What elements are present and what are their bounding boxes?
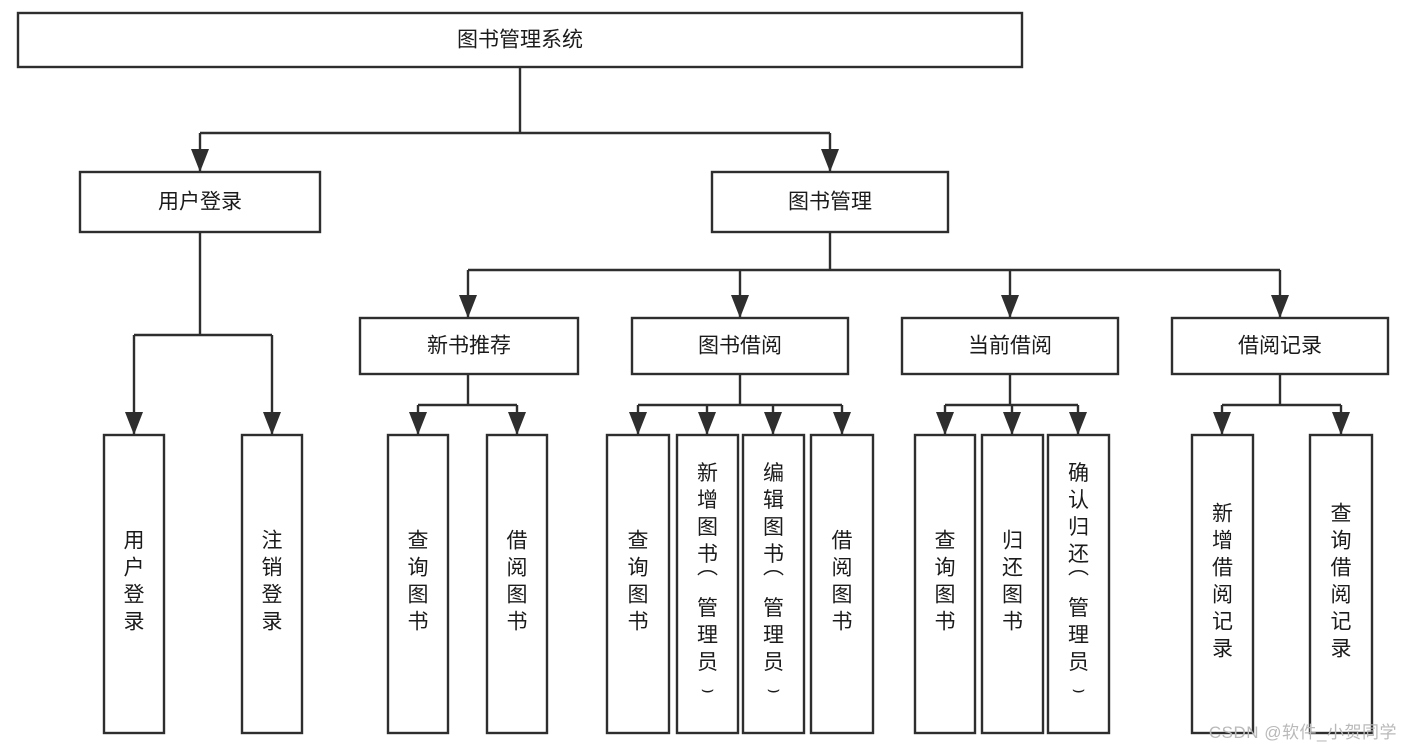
node-leaf-query-book-3-label: 查询图书 (935, 530, 956, 634)
node-leaf-query-record-box[interactable] (1308, 433, 1374, 735)
node-book-borrow-label: 图书借阅 (698, 335, 782, 358)
node-leaf-confirm-return-box[interactable] (1046, 433, 1111, 735)
node-leaf-logout-login-label: 注销登录 (262, 530, 283, 634)
node-leaf-query-book-2-label: 查询图书 (628, 530, 649, 634)
node-leaf-query-book-2[interactable]: 查询图书 (605, 433, 671, 735)
node-leaf-add-record-label: 新增借阅记录 (1212, 503, 1233, 661)
node-user-login[interactable]: 用户登录 (78, 170, 322, 234)
node-new-book-rec-label: 新书推荐 (427, 335, 511, 358)
node-leaf-user-login[interactable]: 用户登录 (102, 433, 166, 735)
arrow-head-icon (1001, 295, 1019, 318)
node-leaf-user-login-label: 用户登录 (124, 530, 145, 634)
node-book-manage[interactable]: 图书管理 (710, 170, 950, 234)
node-leaf-add-book[interactable]: 新增图书⌒管理员⌣ (675, 433, 740, 735)
node-leaf-edit-book[interactable]: 编辑图书⌒管理员⌣ (741, 433, 806, 735)
node-leaf-query-record-label: 查询借阅记录 (1331, 503, 1352, 661)
node-current-borrow-label: 当前借阅 (968, 335, 1052, 358)
node-leaf-query-record[interactable]: 查询借阅记录 (1308, 433, 1374, 735)
node-leaf-add-record[interactable]: 新增借阅记录 (1190, 433, 1255, 735)
node-leaf-query-book-3-box[interactable] (913, 433, 977, 735)
node-book-manage-label: 图书管理 (788, 191, 872, 214)
node-user-login-box[interactable] (78, 170, 322, 234)
node-book-borrow-box[interactable] (630, 316, 850, 376)
node-leaf-edit-book-box[interactable] (741, 433, 806, 735)
node-borrow-record-label: 借阅记录 (1238, 335, 1322, 358)
node-book-borrow[interactable]: 图书借阅 (630, 316, 850, 376)
arrow-head-icon (731, 295, 749, 318)
node-leaf-borrow-book-2[interactable]: 借阅图书 (809, 433, 875, 735)
node-new-book-rec[interactable]: 新书推荐 (358, 316, 580, 376)
node-leaf-query-book-1-box[interactable] (386, 433, 450, 735)
node-current-borrow[interactable]: 当前借阅 (900, 316, 1120, 376)
node-leaf-add-record-box[interactable] (1190, 433, 1255, 735)
node-leaf-return-book-box[interactable] (980, 433, 1045, 735)
arrow-head-icon (263, 412, 281, 435)
node-borrow-record-box[interactable] (1170, 316, 1390, 376)
node-book-manage-box[interactable] (710, 170, 950, 234)
node-leaf-confirm-return-label: 确认归还⌒管理员⌣ (1068, 462, 1089, 701)
node-leaf-borrow-book-2-box[interactable] (809, 433, 875, 735)
arrow-head-icon (821, 149, 839, 172)
arrow-head-icon (1332, 412, 1350, 435)
node-current-borrow-box[interactable] (900, 316, 1120, 376)
node-leaf-add-book-box[interactable] (675, 433, 740, 735)
connector-layer (132, 67, 1343, 435)
node-borrow-record[interactable]: 借阅记录 (1170, 316, 1390, 376)
arrow-head-icon (191, 149, 209, 172)
node-leaf-query-book-3[interactable]: 查询图书 (913, 433, 977, 735)
node-leaf-confirm-return[interactable]: 确认归还⌒管理员⌣ (1046, 433, 1111, 735)
arrow-head-icon (125, 412, 143, 435)
node-leaf-query-book-1-label: 查询图书 (408, 530, 429, 634)
node-leaf-add-book-label: 新增图书⌒管理员⌣ (697, 462, 718, 701)
node-leaf-borrow-book-1[interactable]: 借阅图书 (485, 433, 549, 735)
node-leaf-return-book-label: 归还图书 (1002, 530, 1023, 634)
node-leaf-logout-login[interactable]: 注销登录 (240, 433, 304, 735)
node-root-system-box[interactable] (16, 11, 1024, 69)
node-leaf-return-book[interactable]: 归还图书 (980, 433, 1045, 735)
arrow-head-icon (698, 412, 716, 435)
arrow-head-icon (764, 412, 782, 435)
node-new-book-rec-box[interactable] (358, 316, 580, 376)
node-leaf-logout-login-box[interactable] (240, 433, 304, 735)
node-leaf-borrow-book-2-label: 借阅图书 (832, 530, 853, 634)
node-user-login-label: 用户登录 (158, 191, 242, 214)
csdn-watermark: CSDN @软件_小贺同学 (1208, 723, 1397, 742)
node-layer: 图书管理系统用户登录图书管理新书推荐图书借阅当前借阅借阅记录用户登录注销登录查询… (16, 11, 1390, 735)
node-root-system-label: 图书管理系统 (457, 29, 583, 52)
node-leaf-borrow-book-1-label: 借阅图书 (507, 530, 528, 634)
arrow-head-icon (629, 412, 647, 435)
node-root-system[interactable]: 图书管理系统 (16, 11, 1024, 69)
arrow-head-icon (936, 412, 954, 435)
node-leaf-query-book-2-box[interactable] (605, 433, 671, 735)
node-leaf-edit-book-label: 编辑图书⌒管理员⌣ (763, 462, 784, 701)
arrow-head-icon (508, 412, 526, 435)
node-leaf-user-login-box[interactable] (102, 433, 166, 735)
arrow-head-icon (459, 295, 477, 318)
arrow-head-icon (1213, 412, 1231, 435)
arrow-head-icon (409, 412, 427, 435)
arrow-head-icon (833, 412, 851, 435)
arrow-head-icon (1069, 412, 1087, 435)
node-leaf-query-book-1[interactable]: 查询图书 (386, 433, 450, 735)
arrow-head-icon (1271, 295, 1289, 318)
arrow-head-layer (125, 149, 1350, 435)
node-leaf-borrow-book-1-box[interactable] (485, 433, 549, 735)
arrow-head-icon (1003, 412, 1021, 435)
